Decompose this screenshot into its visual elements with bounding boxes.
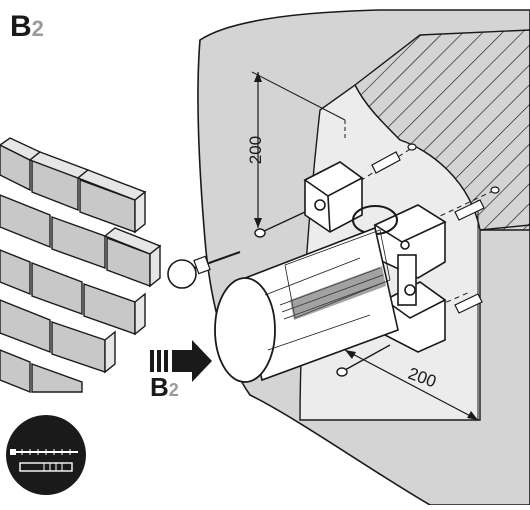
bracket-lower [373, 204, 447, 353]
arrow-label-number: 2 [168, 380, 179, 400]
dimension-vertical [251, 71, 346, 228]
figure-title-letter: B [10, 10, 32, 43]
figure-title-number: 2 [31, 16, 44, 41]
arrow-label: B2 [150, 374, 179, 403]
screw-icon [254, 211, 391, 377]
dimension-horizontal [344, 200, 479, 421]
bracket-upper [303, 161, 364, 233]
direction-arrow-icon [150, 340, 212, 382]
drill-holes [407, 143, 500, 194]
screw-and-dowel-icon [6, 415, 86, 495]
arrow-label-letter: B [150, 372, 169, 402]
pin-icon [167, 251, 241, 289]
dimension-vertical-label: 200 [246, 135, 265, 165]
dowel-icon [371, 151, 485, 314]
figure-title: B2 [10, 12, 44, 44]
brick-wall-icon [0, 137, 162, 394]
tubular-motor [214, 226, 399, 383]
